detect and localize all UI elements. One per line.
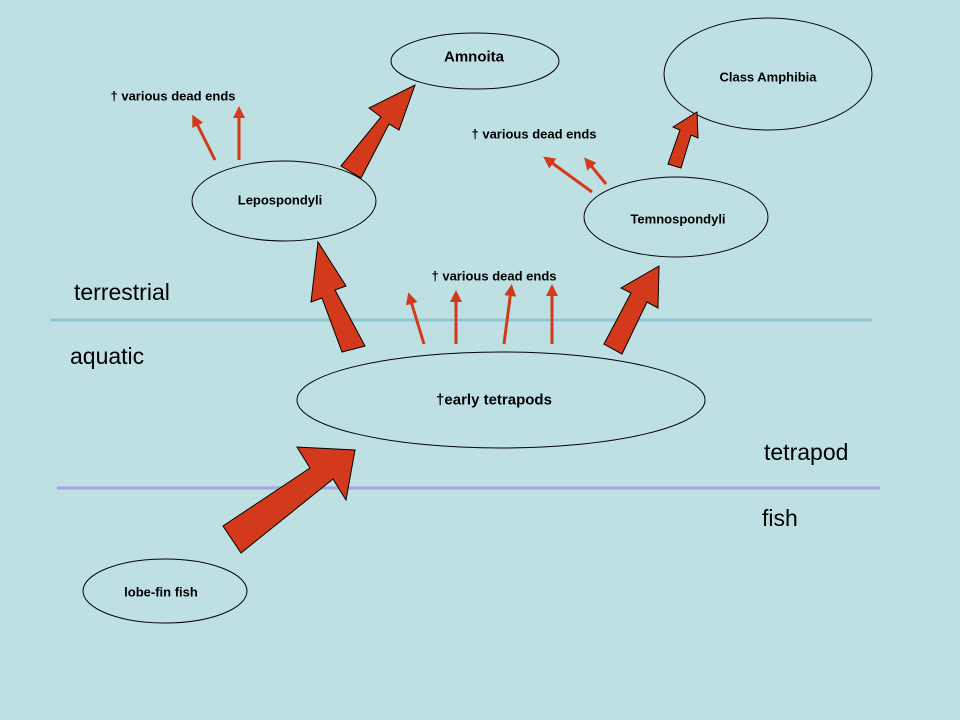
terrestrial-label: terrestrial [74,279,170,305]
amnoita-node [390,32,560,90]
temnospondyli-label: Temnospondyli [630,211,726,227]
arrow-lobefin-to-early-tetrapods [222,446,356,554]
tetrapod-label: tetrapod [764,439,849,465]
dead-ends-right-label: † various dead ends [471,126,597,142]
lepospondyli-label: Lepospondyli [237,192,323,208]
dead-ends-left-label: † various dead ends [110,88,236,104]
dead-end-arrow-left-1 [192,114,217,161]
dead-end-arrow-right-2 [584,157,608,185]
arrow-lepospondyli-to-amnoita [340,83,416,179]
early-tetrapods-node [296,351,706,449]
temnospondyli-node [583,176,769,258]
dead-end-arrow-right-1 [543,156,593,194]
dead-end-arrow-center-3 [502,284,517,345]
lobe-fin-fish-label: lobe-fin fish [124,584,198,600]
arrow-temnospondyli-to-amphibia [667,111,699,169]
amphibia-node [663,17,873,131]
fish-label: fish [762,505,798,531]
dead-ends-center-label: † various dead ends [431,268,557,284]
aquatic-label: aquatic [70,343,145,369]
arrow-early-to-temnospondyli [603,265,660,355]
amphibia-label: Class Amphibia [719,69,817,85]
dead-end-arrow-center-1 [406,292,426,345]
amnoita-label: Amnoita [444,48,504,66]
lobe-fin-fish-node [82,558,248,624]
arrow-early-to-lepospondyli [310,240,366,353]
lepospondyli-node [191,160,377,242]
early-tetrapods-label: †early tetrapods [436,391,552,409]
